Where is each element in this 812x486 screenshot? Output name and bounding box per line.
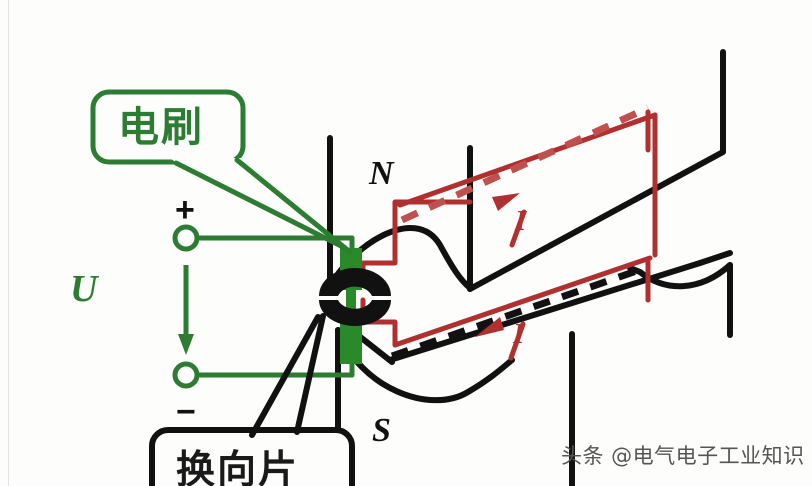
terminal-label-negative: − <box>176 393 196 431</box>
callout-label-brush: 电刷 <box>118 103 204 151</box>
current-label-tick-top <box>509 209 527 248</box>
callout-label-commutator: 换向片 <box>176 448 300 486</box>
current-dashes-bottom <box>390 264 647 360</box>
current-label-tick-bottom <box>508 321 526 361</box>
current-arrowhead-top <box>492 193 520 211</box>
brush-block-lower <box>340 322 362 364</box>
commutator-callout-leader <box>249 313 326 438</box>
terminal-negative-node <box>172 361 200 389</box>
current-dashes-top <box>400 104 650 224</box>
watermark-text: 头条 @电气电子工业知识 <box>561 444 805 468</box>
voltage-arrow <box>178 265 194 355</box>
voltage-label: U <box>70 268 98 310</box>
terminal-label-positive: + <box>175 191 195 229</box>
armature-loop <box>342 49 733 365</box>
current-label-bottom: I <box>513 318 525 350</box>
brush-callout-leader <box>173 157 353 255</box>
pole-label-south: S <box>372 412 391 449</box>
current-arrowhead-bottom <box>475 317 504 337</box>
commutator <box>319 268 391 326</box>
terminal-positive-node <box>172 224 200 252</box>
brush-callout-box <box>90 89 246 190</box>
current-path <box>360 112 658 348</box>
current-label-top: I <box>515 205 527 237</box>
pole-label-north: N <box>369 155 394 192</box>
